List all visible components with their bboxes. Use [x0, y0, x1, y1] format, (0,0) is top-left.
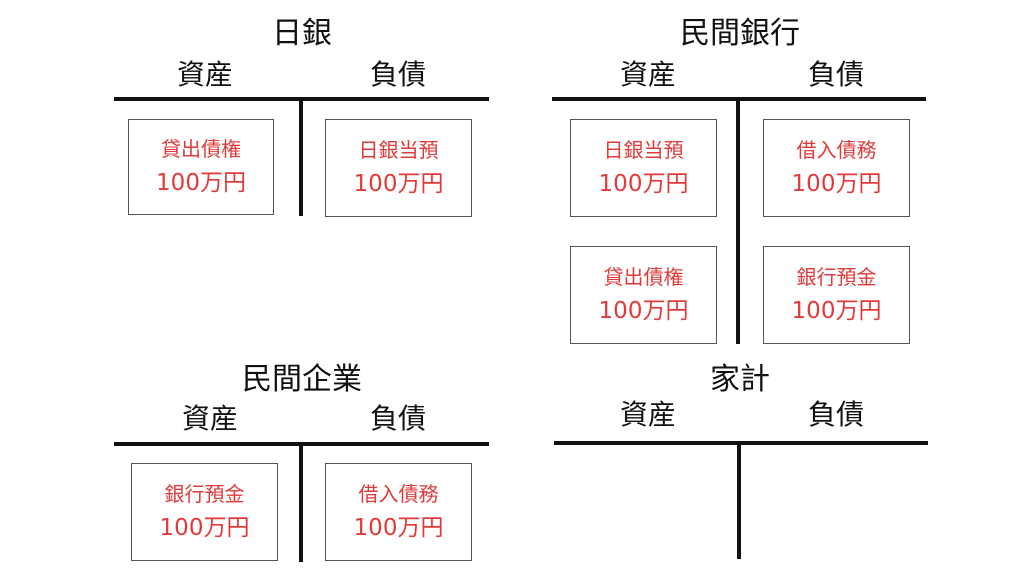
bank-assets-label: 資産 [619, 58, 676, 91]
account-name: 銀行預金 [796, 265, 877, 289]
account-name: 日銀当預 [358, 138, 439, 162]
bank-asset-account: 貸出債権 100万円 [570, 246, 717, 344]
bank-vertical-rule [736, 99, 740, 344]
household-title: 家計 [710, 362, 770, 397]
bank-asset-account: 日銀当預 100万円 [570, 119, 717, 217]
account-name: 貸出債権 [603, 265, 684, 289]
account-amount: 100万円 [353, 515, 444, 541]
boj-asset-account: 貸出債権 100万円 [128, 119, 274, 215]
boj-liabilities-label: 負債 [369, 58, 426, 91]
account-name: 貸出債権 [161, 137, 241, 161]
boj-vertical-rule [299, 99, 303, 216]
household-vertical-rule [737, 443, 741, 559]
boj-liability-account: 日銀当預 100万円 [325, 119, 472, 217]
company-liability-account: 借入債務 100万円 [325, 463, 472, 561]
account-amount: 100万円 [791, 298, 882, 324]
account-amount: 100万円 [353, 171, 444, 197]
company-assets-label: 資産 [181, 402, 238, 435]
account-amount: 100万円 [159, 515, 250, 541]
company-vertical-rule [299, 444, 303, 562]
household-liabilities-label: 負債 [807, 398, 864, 431]
account-amount: 100万円 [598, 171, 689, 197]
account-name: 銀行預金 [164, 482, 245, 506]
boj-title: 日銀 [272, 16, 332, 51]
bank-title: 民間銀行 [680, 16, 800, 51]
account-amount: 100万円 [598, 298, 689, 324]
bank-liability-account: 借入債務 100万円 [763, 119, 910, 217]
account-name: 借入債務 [358, 482, 439, 506]
account-name: 借入債務 [796, 138, 877, 162]
account-amount: 100万円 [791, 171, 882, 197]
bank-liability-account: 銀行預金 100万円 [763, 246, 910, 344]
boj-assets-label: 資産 [176, 58, 233, 91]
household-horizontal-rule [554, 441, 928, 445]
bank-liabilities-label: 負債 [807, 58, 864, 91]
company-liabilities-label: 負債 [369, 402, 426, 435]
account-name: 日銀当預 [603, 138, 684, 162]
account-amount: 100万円 [156, 170, 246, 196]
company-title: 民間企業 [242, 362, 362, 397]
company-asset-account: 銀行預金 100万円 [131, 463, 278, 561]
household-assets-label: 資産 [619, 398, 676, 431]
